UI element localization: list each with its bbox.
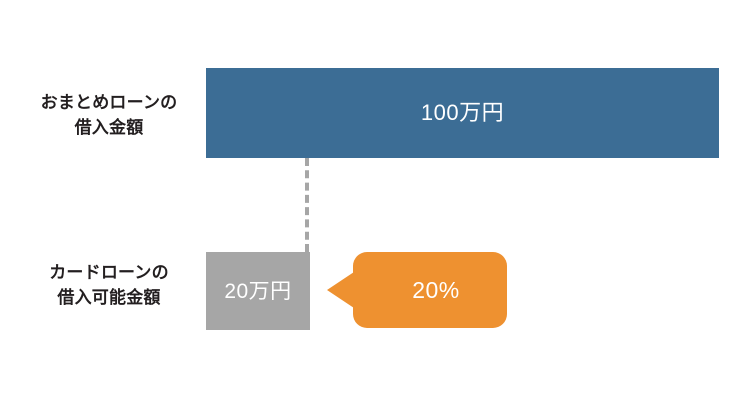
- category-label-loan: おまとめローンの 借入金額: [16, 90, 202, 140]
- category-label-loan-line2: 借入金額: [74, 118, 144, 137]
- callout-tail-icon: [327, 272, 354, 308]
- percentage-callout-value: 20%: [412, 276, 460, 303]
- category-label-cardloan-line1: カードローンの: [49, 263, 169, 282]
- bar-loan: 100万円: [206, 68, 719, 158]
- category-label-cardloan-line2: 借入可能金額: [57, 288, 161, 307]
- dashed-connector-line: [305, 158, 309, 252]
- bar-loan-value: 100万円: [420, 100, 505, 125]
- category-label-cardloan: カードローンの 借入可能金額: [16, 260, 202, 310]
- percentage-callout-bubble: 20%: [327, 252, 507, 328]
- bar-cardloan: 20万円: [206, 252, 310, 330]
- bar-cardloan-value: 20万円: [224, 279, 292, 303]
- category-label-loan-line1: おまとめローンの: [40, 93, 178, 112]
